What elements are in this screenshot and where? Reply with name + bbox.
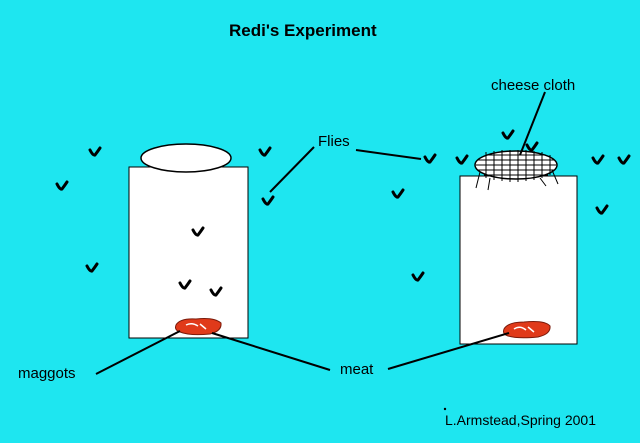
open-jar: [128, 166, 249, 339]
flies-leader-right: [355, 149, 422, 160]
meat-covered-jar: [503, 321, 551, 339]
cheese-cloth-label: cheese cloth: [491, 77, 576, 94]
fly-icon: [391, 188, 405, 199]
fly-icon: [88, 146, 102, 157]
fly-icon: [209, 286, 223, 297]
meat-leader-left: [211, 332, 331, 371]
fly-icon: [261, 195, 275, 206]
fly-icon: [455, 154, 469, 165]
fly-icon: [617, 154, 631, 165]
fly-icon: [55, 180, 69, 191]
fly-icon: [258, 146, 272, 157]
fly-icon: [525, 141, 539, 152]
flies-leader-left: [269, 146, 315, 193]
fly-icon: [178, 279, 192, 290]
credit-dot: [443, 407, 447, 411]
flies-group: [55, 129, 631, 297]
fly-icon: [85, 262, 99, 273]
diagram-title: Redi's Experiment: [229, 21, 377, 40]
credit-text: L.Armstead,Spring 2001: [445, 412, 596, 428]
fly-icon: [591, 154, 605, 165]
fly-icon: [423, 153, 437, 164]
covered-jar: [459, 175, 578, 345]
maggots-label: maggots: [18, 365, 76, 382]
meat-label: meat: [340, 361, 374, 378]
meat-leader-right: [387, 332, 510, 370]
meat-open-jar: [175, 318, 222, 336]
cheese-cloth: [474, 150, 559, 191]
fly-icon: [501, 129, 515, 140]
cloth-leader: [519, 91, 546, 156]
flies-label: Flies: [318, 133, 350, 150]
open-jar-mouth: [140, 143, 232, 173]
fly-icon: [595, 204, 609, 215]
maggots-leader: [95, 330, 181, 375]
fly-icon: [191, 226, 205, 237]
leader-lines: [95, 91, 546, 375]
fly-icon: [411, 271, 425, 282]
